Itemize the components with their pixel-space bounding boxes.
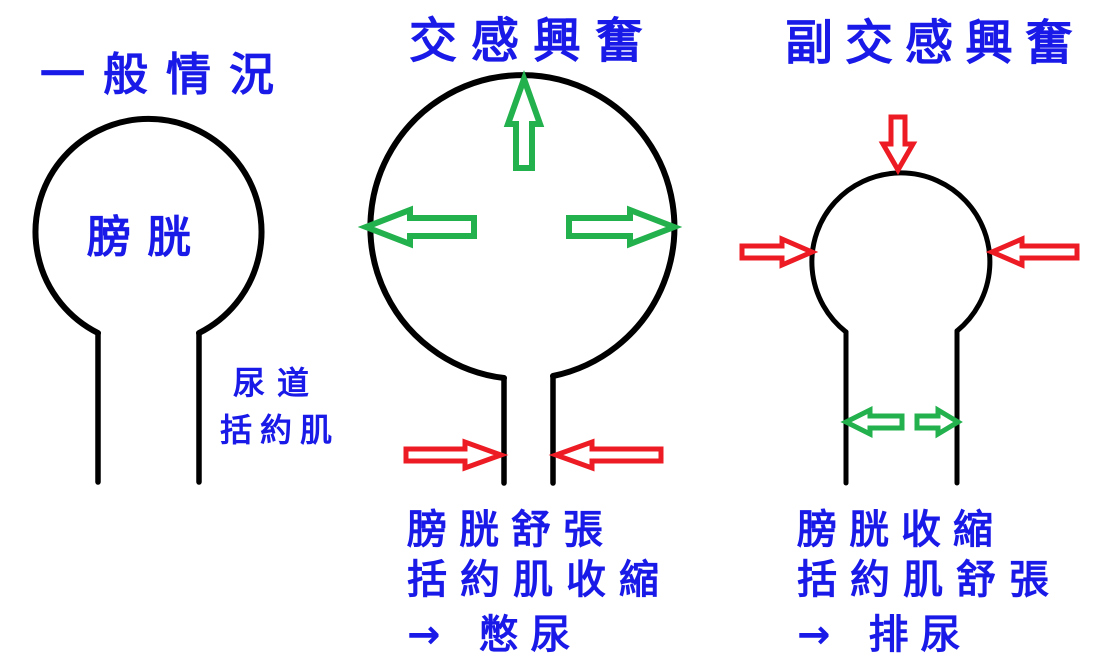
bladder-outline (809, 170, 993, 335)
bladder-expand-right-arrow-icon (566, 205, 683, 249)
bladder-compress-down-arrow-icon (878, 114, 918, 176)
bladder-outline (32, 115, 265, 336)
urethra-label-line1: 尿道 (233, 364, 321, 402)
caption-line3: → 憋尿 (407, 612, 582, 658)
sphincter-contract-left-arrow-icon (403, 438, 509, 472)
caption-line3: → 排尿 (797, 612, 972, 658)
sphincter-relax-right-arrow-icon (914, 405, 963, 439)
bladder-expand-left-arrow-icon (357, 205, 477, 249)
bladder-compress-left-arrow-icon (739, 235, 819, 269)
panel-title: 一般情況 (40, 48, 292, 101)
panel-normal: 一般情況 膀胱 尿道 括約肌 (32, 48, 340, 485)
bladder-outline (367, 72, 678, 381)
caption-line2: 括約肌收縮 (407, 557, 672, 603)
caption-line1: 膀胱舒張 (407, 507, 615, 553)
panel-title: 交感興奮 (409, 13, 657, 69)
bladder-compress-right-arrow-icon (985, 235, 1080, 269)
bladder-expand-up-arrow-icon (503, 70, 545, 171)
caption-line1: 膀胱收縮 (797, 507, 1005, 553)
bladder-label: 膀胱 (86, 212, 207, 263)
urethra-label-line2: 括約肌 (220, 411, 340, 449)
panel-sympathetic: 交感興奮 膀胱舒張 括約肌收縮 → 憋尿 (357, 13, 683, 658)
caption-line2: 括約肌舒張 (797, 557, 1062, 603)
panel-title: 副交感興奮 (785, 15, 1085, 71)
sphincter-relax-left-arrow-icon (840, 405, 905, 439)
sphincter-contract-right-arrow-icon (548, 438, 664, 472)
panel-parasympathetic: 副交感興奮 膀胱收縮 括約肌舒張 → 排尿 (739, 15, 1085, 658)
